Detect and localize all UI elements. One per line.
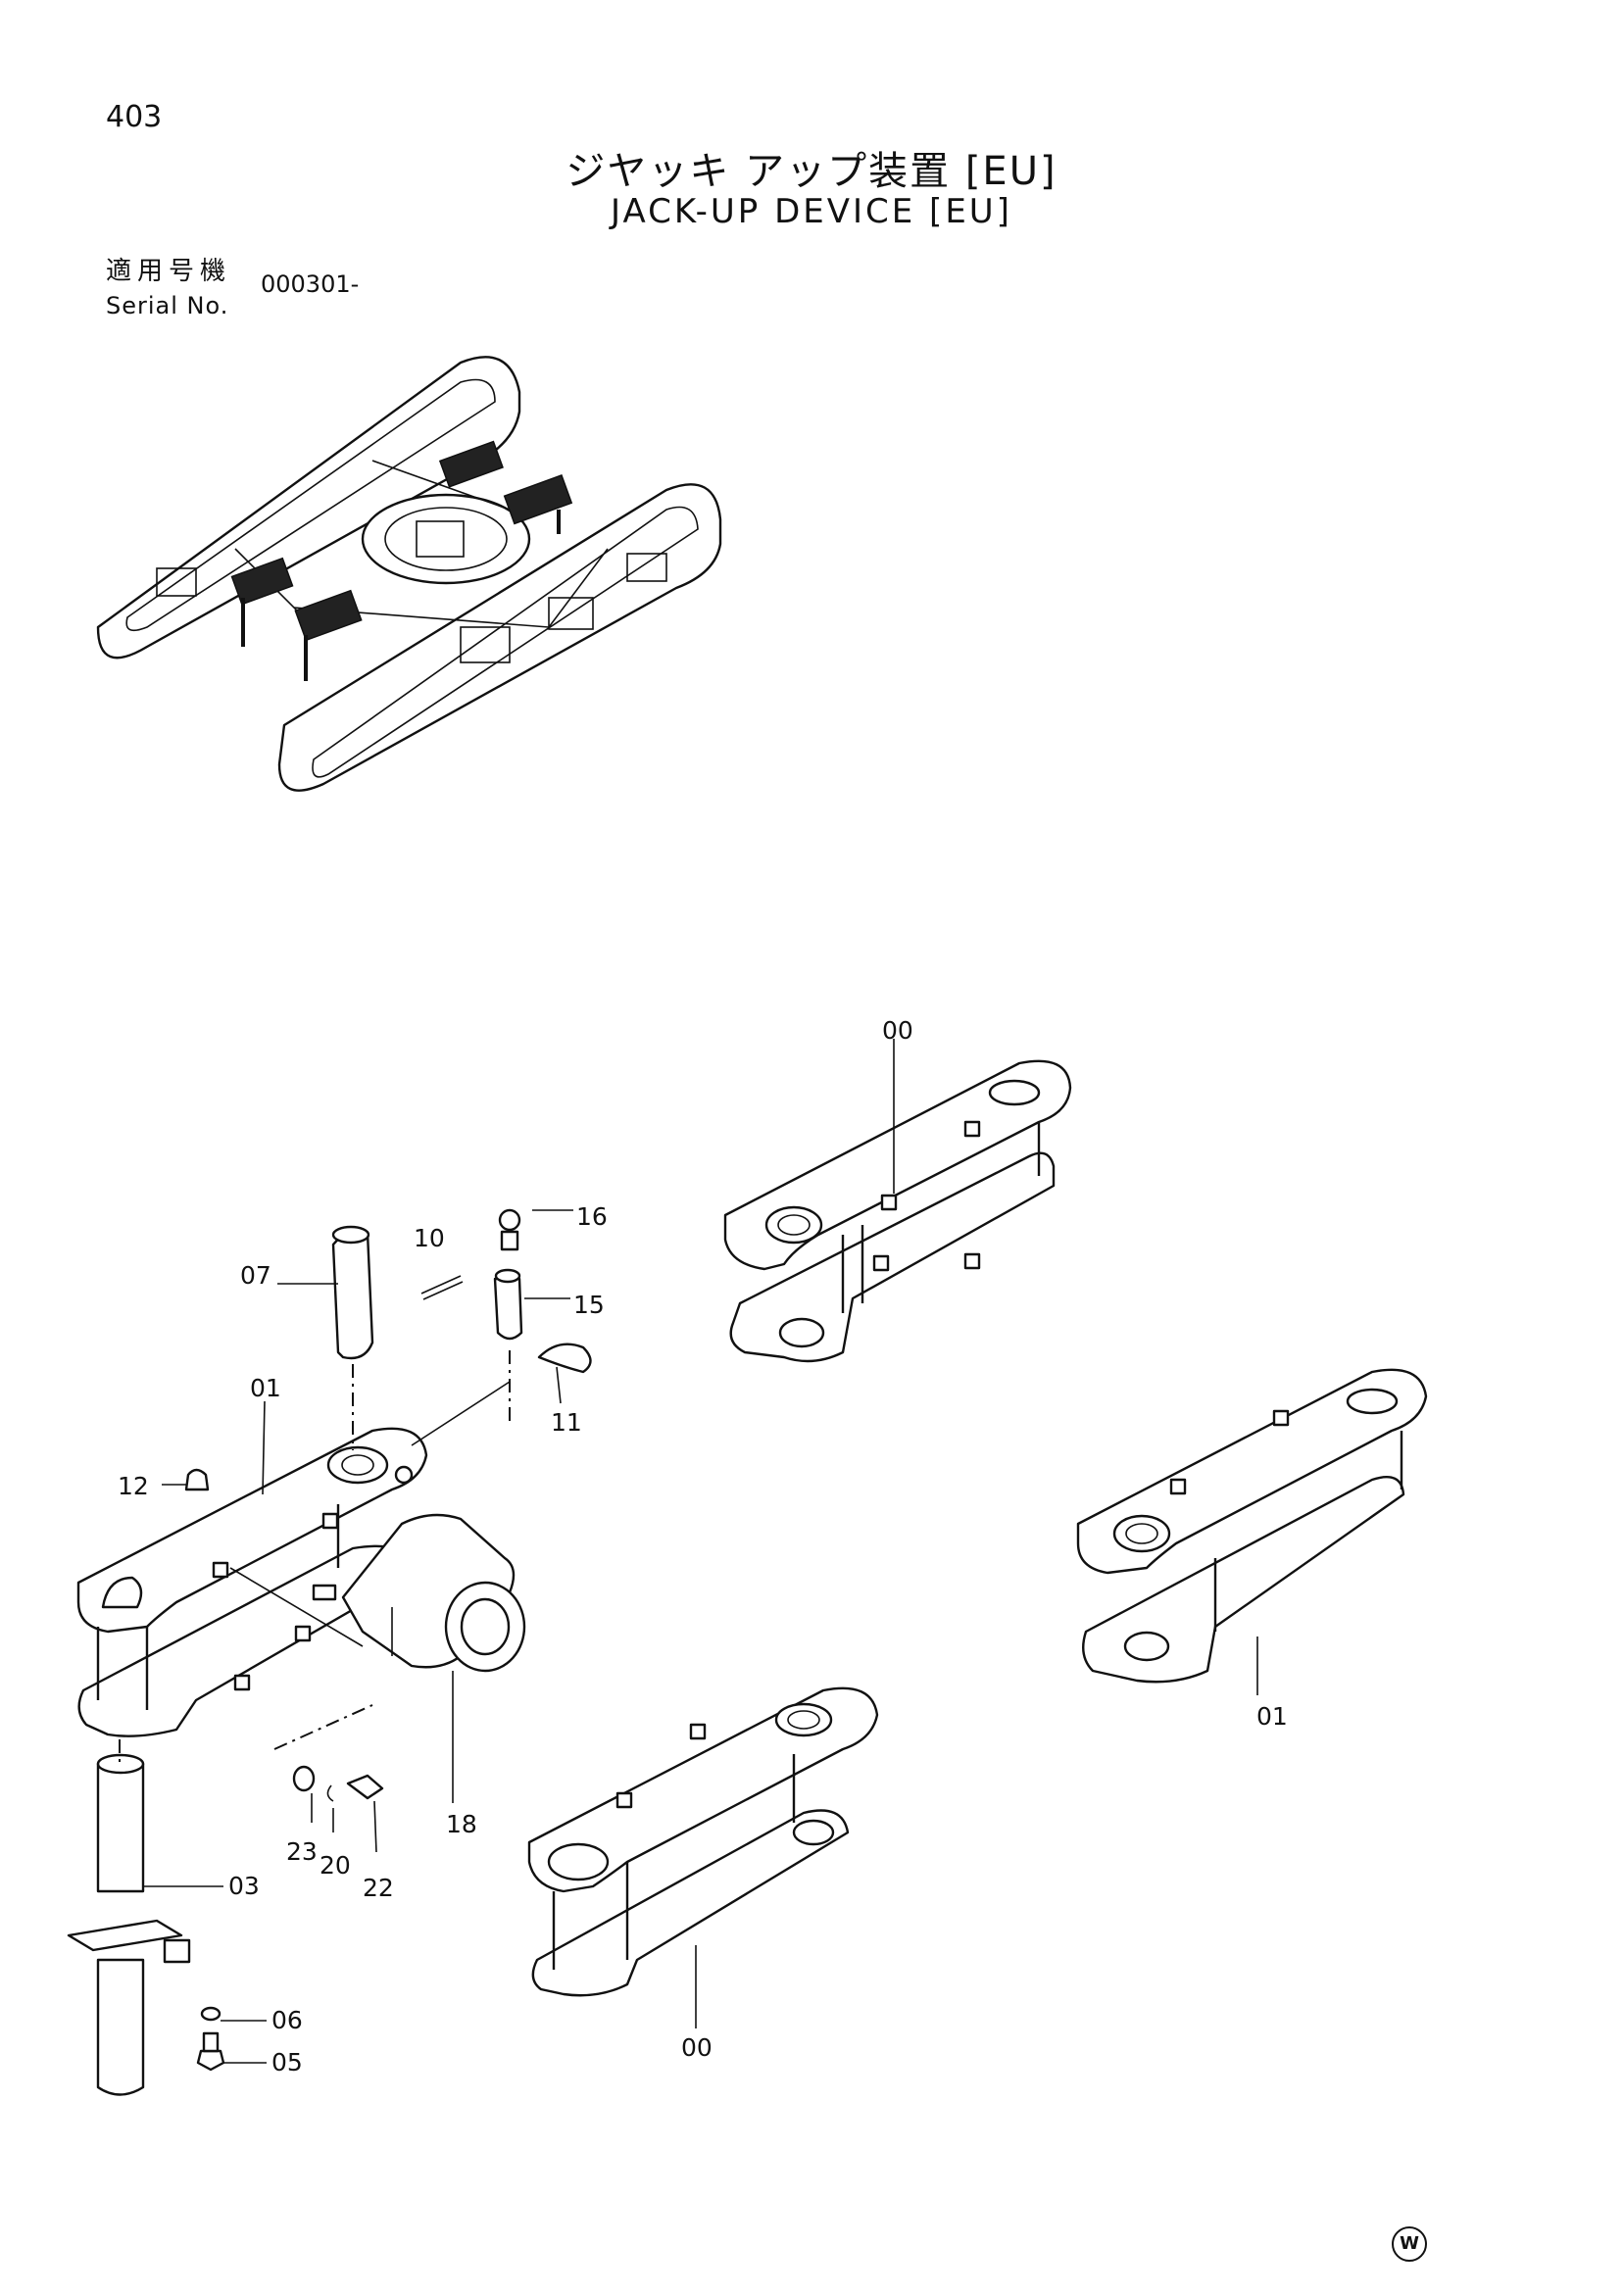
callout-03: 03 (228, 1872, 260, 1900)
serial-number-value: 000301- (261, 270, 360, 298)
jack-bracket-highlight-4 (503, 473, 573, 534)
callout-20: 20 (320, 1851, 351, 1880)
page-title-english: JACK-UP DEVICE [EU] (611, 192, 1012, 231)
bracket-01-right-drawing (1076, 1368, 1428, 1695)
jack-bracket-highlight-3 (438, 440, 504, 488)
callout-05: 05 (271, 2048, 303, 2076)
callout-15: 15 (573, 1291, 605, 1319)
callout-00-bottom: 00 (681, 2033, 713, 2062)
callout-labels: 00 16 10 07 15 11 01 12 18 23 20 22 03 0… (118, 1016, 1288, 2076)
page-number: 403 (106, 100, 163, 134)
callout-leaders (143, 1209, 573, 2064)
watermark-circle-w: W (1392, 2226, 1427, 2262)
callout-22: 22 (363, 1874, 394, 1902)
callout-01-right: 01 (1256, 1702, 1288, 1731)
callout-07: 07 (240, 1261, 271, 1290)
jack-bracket-assembly-drawing (67, 1208, 592, 2096)
serial-label-japanese: 適用号機 (106, 257, 232, 286)
serial-label-english: Serial No. (106, 292, 229, 319)
callout-11: 11 (551, 1408, 582, 1437)
callout-12: 12 (118, 1472, 149, 1500)
callout-18: 18 (446, 1810, 477, 1838)
page-title-japanese: ジヤッキ アップ装置 [EU] (566, 149, 1057, 194)
jack-bracket-highlight-1 (230, 557, 294, 647)
callout-01-left: 01 (250, 1374, 281, 1402)
callout-23: 23 (286, 1837, 318, 1866)
callout-06: 06 (271, 2006, 303, 2034)
callout-16: 16 (576, 1202, 608, 1231)
jack-bracket-highlight-2 (294, 589, 363, 681)
undercarriage-overview (96, 356, 722, 792)
bracket-00-top-drawing (723, 1039, 1072, 1363)
bracket-00-bottom-drawing (527, 1686, 879, 2028)
callout-00-top: 00 (882, 1016, 913, 1045)
callout-10: 10 (414, 1224, 445, 1252)
